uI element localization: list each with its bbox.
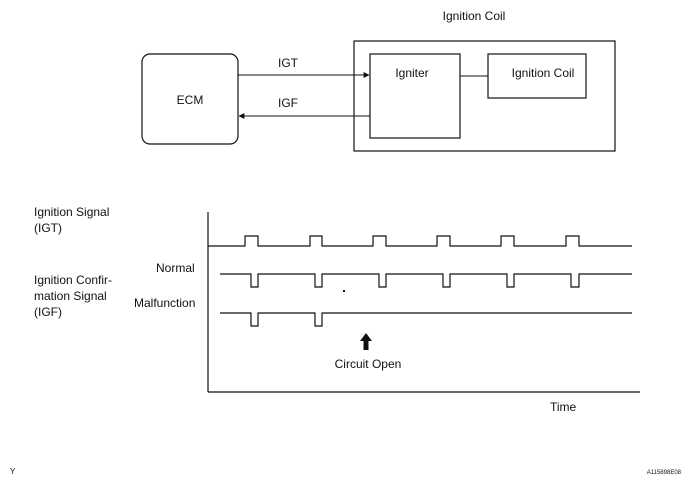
footer-left-code: Y	[10, 467, 16, 476]
igniter-box	[369, 53, 461, 139]
ignition-coil-label: Ignition Coil	[512, 66, 575, 80]
ignition-coil-assembly-box	[353, 40, 616, 152]
ecm-label: ECM	[177, 93, 204, 107]
igf-normal-waveform	[220, 273, 632, 288]
ecm-box	[141, 53, 239, 145]
stray-mark	[343, 290, 345, 292]
igf-title-line1: Ignition Confir-	[34, 273, 112, 287]
time-label: Time	[550, 400, 577, 414]
igf-malfunction-waveform	[220, 312, 632, 327]
normal-label: Normal	[156, 261, 195, 275]
footer-right-code: A115898E08	[647, 470, 682, 476]
igniter-label: Igniter	[395, 66, 428, 80]
circuit-open-label: Circuit Open	[335, 357, 402, 371]
igf-title-line3: (IGF)	[34, 305, 62, 319]
igt-label: IGT	[278, 56, 299, 70]
malfunction-label: Malfunction	[134, 296, 195, 310]
ignition-coil-outer-title: Ignition Coil	[443, 9, 506, 23]
igt-title-line2: (IGT)	[34, 221, 62, 235]
igf-title-line2: mation Signal	[34, 289, 107, 303]
igt-title-line1: Ignition Signal	[34, 205, 109, 219]
igt-waveform	[208, 235, 632, 247]
circuit-open-arrow-icon	[360, 333, 372, 350]
igf-label: IGF	[278, 96, 298, 110]
